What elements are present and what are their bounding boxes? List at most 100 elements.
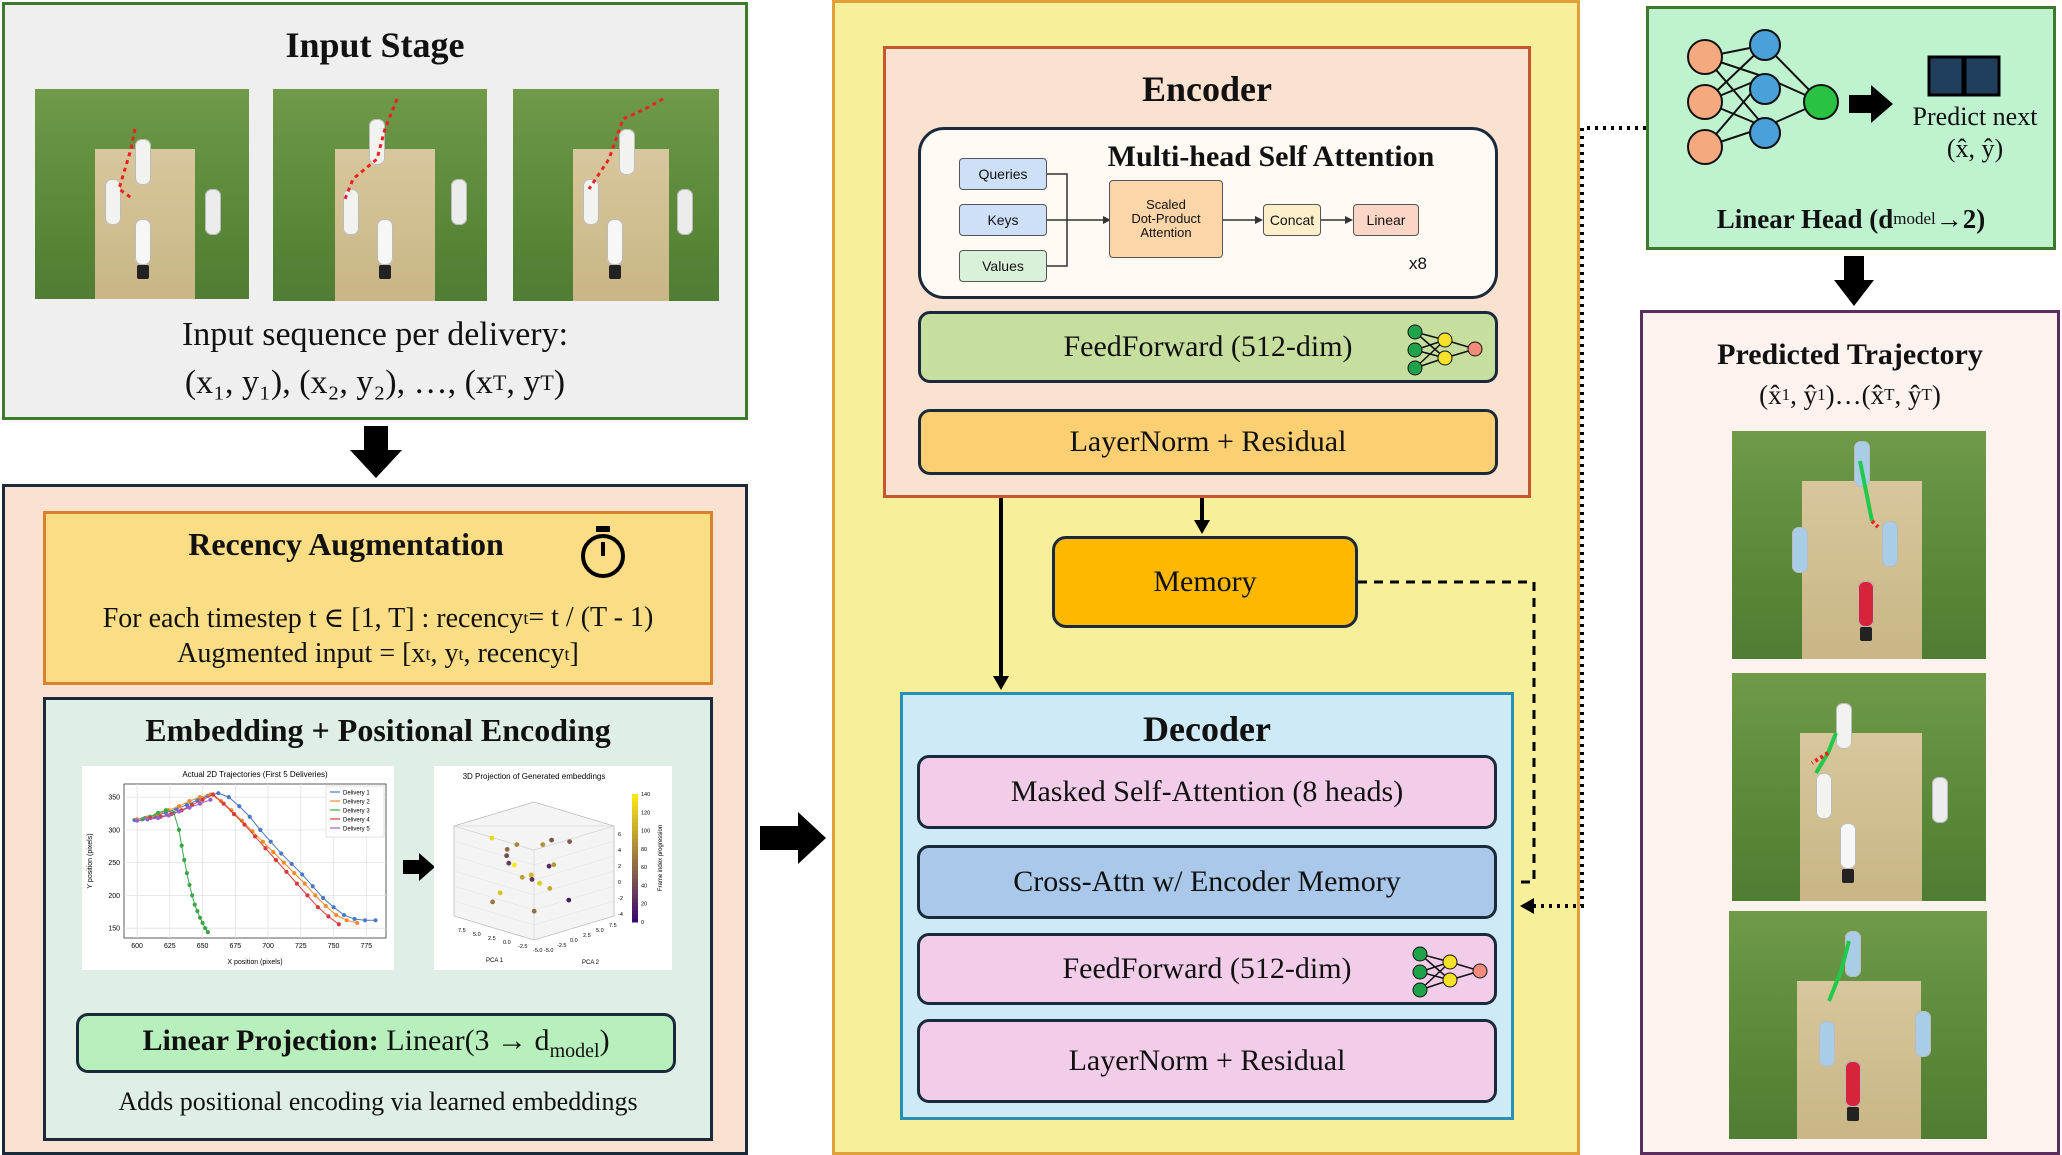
data-point bbox=[284, 869, 289, 874]
embedding-point bbox=[551, 862, 557, 868]
data-point bbox=[184, 871, 189, 876]
y-tick-label: 300 bbox=[108, 827, 120, 834]
linear-head-title-post: →2) bbox=[1935, 203, 1986, 234]
data-point bbox=[336, 922, 341, 927]
embedding-point bbox=[490, 899, 495, 905]
recency-line2-sub3: t bbox=[564, 643, 570, 664]
y-tick-label: 150 bbox=[108, 926, 120, 933]
legend-entry: Delivery 5 bbox=[343, 827, 370, 833]
decoder-layernorm-box: LayerNorm + Residual bbox=[917, 1019, 1497, 1103]
colorbar-tick: 140 bbox=[641, 792, 650, 798]
colorbar-segment bbox=[632, 898, 638, 903]
linear-head-title-sub: model bbox=[1893, 209, 1936, 228]
colorbar-segment bbox=[632, 918, 638, 923]
gridline bbox=[453, 885, 535, 911]
colorbar-segment bbox=[632, 854, 638, 859]
colorbar-segment bbox=[632, 798, 638, 803]
predicted-seq-e: ) bbox=[1931, 379, 1941, 410]
x-axis-label: PCA 1 bbox=[486, 958, 504, 964]
down-arrow-input bbox=[350, 426, 402, 478]
colorbar-segment bbox=[632, 814, 638, 819]
embedding-point bbox=[531, 908, 537, 914]
embedding-point bbox=[506, 860, 512, 866]
z-tick-label: 0 bbox=[618, 880, 621, 886]
linear-head-title-pre: Linear Head (d bbox=[1716, 203, 1894, 234]
data-point bbox=[226, 795, 231, 800]
recency-line1-post: = t / (T - 1) bbox=[528, 602, 654, 633]
colorbar-segment bbox=[632, 842, 638, 847]
data-point bbox=[197, 795, 203, 800]
input-frame-1 bbox=[35, 89, 249, 299]
colorbar-segment bbox=[632, 866, 638, 871]
data-point bbox=[247, 814, 252, 819]
data-point bbox=[200, 920, 205, 926]
decoder-box: Decoder Masked Self-Attention (8 heads) … bbox=[900, 692, 1514, 1120]
colorbar-tick: 0 bbox=[641, 920, 644, 926]
data-point bbox=[258, 827, 263, 832]
legend-entry: Delivery 4 bbox=[343, 818, 370, 824]
gridline bbox=[453, 840, 535, 866]
x-tick-label: 5.0 bbox=[473, 932, 481, 938]
neural-net-icon bbox=[1407, 324, 1483, 376]
input-caption-seq: (x₁, y₁), (x₂, y₂), …, (x bbox=[184, 364, 493, 401]
data-point bbox=[155, 815, 161, 821]
predicted-frame-3 bbox=[1729, 911, 1987, 1139]
x-tick-label: 700 bbox=[262, 943, 274, 950]
preprocessing-panel: Recency Augmentation For each timestep t… bbox=[2, 484, 748, 1155]
z-tick-label: 4 bbox=[618, 848, 621, 854]
colorbar-segment bbox=[632, 834, 638, 839]
data-point bbox=[135, 818, 140, 823]
right-arrow-to-model bbox=[760, 812, 826, 864]
data-point bbox=[176, 827, 182, 832]
data-point bbox=[239, 818, 244, 823]
input-stage-title: Input Stage bbox=[285, 25, 465, 65]
series-line bbox=[137, 793, 358, 924]
predict-next-xy: (x̂, ŷ) bbox=[1946, 134, 2004, 163]
z-tick-label: -2 bbox=[618, 896, 623, 902]
colorbar-segment bbox=[632, 882, 638, 887]
colorbar-segment bbox=[632, 838, 638, 843]
data-point bbox=[221, 801, 226, 806]
legend-entry: Delivery 1 bbox=[343, 791, 370, 797]
colorbar-tick: 20 bbox=[641, 902, 647, 908]
embedding-point bbox=[537, 880, 542, 886]
data-point bbox=[187, 805, 192, 810]
data-point bbox=[197, 801, 203, 806]
colorbar-segment bbox=[632, 826, 638, 831]
data-point bbox=[237, 804, 242, 809]
colorbar-segment bbox=[632, 830, 638, 835]
colorbar-tick: 120 bbox=[641, 810, 650, 816]
data-point bbox=[323, 903, 328, 908]
data-point bbox=[321, 895, 326, 901]
data-point bbox=[179, 843, 184, 848]
encoder-title: Encoder bbox=[1142, 69, 1272, 109]
data-point bbox=[281, 860, 286, 865]
data-point bbox=[273, 857, 279, 863]
data-point bbox=[176, 804, 182, 809]
predicted-seq-d: , ŷ bbox=[1894, 379, 1922, 410]
data-point bbox=[341, 912, 347, 918]
input-frame-3 bbox=[513, 89, 719, 301]
linear-projection-text: Linear(3 → d bbox=[378, 1023, 550, 1057]
colorbar-segment bbox=[632, 794, 638, 799]
input-caption-sub-t1: T bbox=[492, 370, 507, 395]
legend-entry: Delivery 3 bbox=[343, 809, 370, 815]
chart-right-arrow bbox=[403, 853, 435, 881]
colorbar-label: Frame index progression bbox=[658, 825, 664, 891]
data-point bbox=[145, 817, 150, 822]
colorbar-segment bbox=[632, 874, 638, 879]
embedding-point bbox=[528, 872, 534, 878]
data-point bbox=[334, 912, 339, 918]
data-point bbox=[208, 797, 213, 802]
recency-line2-pre: Augmented input = [x bbox=[177, 638, 426, 669]
colorbar-segment bbox=[632, 902, 638, 907]
data-point bbox=[176, 809, 182, 814]
data-point bbox=[231, 812, 237, 817]
data-point bbox=[302, 881, 307, 886]
cross-attn-to-linear-head bbox=[1520, 126, 1646, 914]
predicted-frame-2 bbox=[1732, 673, 1986, 901]
